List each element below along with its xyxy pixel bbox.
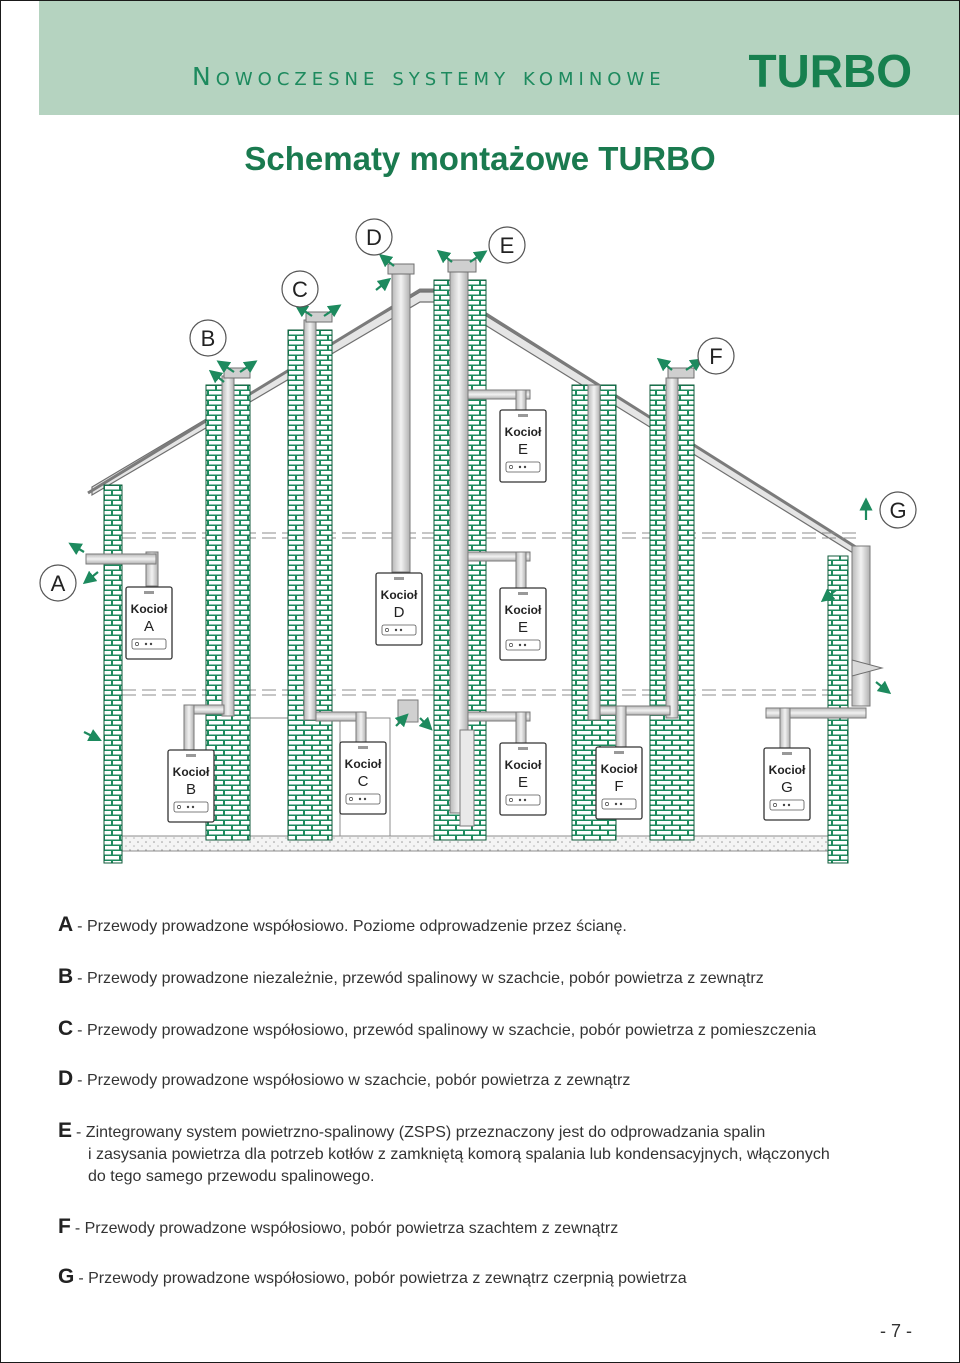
- boiler-letter: G: [781, 779, 793, 796]
- schema-label-text: C: [292, 277, 308, 302]
- page-title: Schematy montażowe TURBO: [244, 140, 716, 177]
- legend-item-d: D- Przewody prowadzone współosiowo w sza…: [58, 1068, 630, 1092]
- schema-label-text: F: [709, 344, 722, 369]
- header-band: [39, 0, 960, 115]
- boiler-label: Kocioł: [505, 603, 542, 617]
- header-subtitle: Nowoczesne systemy kominowe: [192, 62, 666, 91]
- schema-label-g: G: [879, 491, 917, 529]
- legend-key: D: [58, 1067, 74, 1090]
- installation-diagram: KociołAKociołBKociołCKociołDKociołEKocio…: [39, 218, 917, 864]
- flue-pipes: [85, 267, 871, 827]
- flue-g: [851, 545, 871, 707]
- flue-caps: [223, 259, 884, 677]
- boiler-letter: E: [518, 774, 528, 791]
- left-wall: [103, 484, 123, 864]
- page-number: - 7 -: [879, 1321, 912, 1341]
- boiler-label: Kocioł: [131, 602, 168, 616]
- boiler-letter: C: [358, 773, 369, 790]
- schema-label-f: F: [697, 337, 735, 375]
- boiler-letter: F: [614, 778, 623, 795]
- schema-label-text: G: [889, 498, 906, 523]
- boiler-label: Kocioł: [769, 763, 806, 777]
- schema-label-text: E: [500, 233, 515, 258]
- boiler-letter: B: [186, 781, 196, 798]
- boiler-label: Kocioł: [505, 758, 542, 772]
- brick-masonry: [103, 279, 849, 864]
- schema-label-c: C: [281, 270, 319, 308]
- legend-item-e: E- Zintegrowany system powietrzno-spalin…: [58, 1120, 830, 1188]
- air-vent: [397, 699, 419, 723]
- legend-key: G: [58, 1265, 75, 1288]
- boiler-letter: E: [518, 619, 528, 636]
- legend-key: C: [58, 1017, 74, 1040]
- legend-item-c: C- Przewody prowadzone współosiowo, prze…: [58, 1018, 816, 1042]
- schema-label-d: D: [355, 218, 393, 256]
- legend-key: E: [58, 1119, 73, 1142]
- legend-key: B: [58, 965, 74, 988]
- boiler-label: Kocioł: [601, 762, 638, 776]
- boiler-letter: A: [144, 618, 154, 635]
- boiler-label: Kocioł: [505, 425, 542, 439]
- legend-text: - Przewody prowadzone współosiowo, pobór…: [78, 1270, 687, 1287]
- legend-text: - Przewody prowadzone współosiowo, przew…: [77, 1022, 817, 1039]
- boiler-letter: E: [518, 441, 528, 458]
- header-brand: TURBO: [748, 45, 912, 97]
- schema-labels: A B C D E F G: [39, 218, 917, 602]
- airflow-arrows: [68, 249, 892, 741]
- schema-label-a: A: [39, 564, 77, 602]
- boiler-label: Kocioł: [345, 757, 382, 771]
- legend-item-g: G- Przewody prowadzone współosiowo, pobó…: [58, 1266, 687, 1290]
- legend-text: - Zintegrowany system powietrzno-spalino…: [76, 1124, 766, 1141]
- schema-label-text: B: [201, 326, 216, 351]
- legend-item-b: B- Przewody prowadzone niezależnie, prze…: [58, 966, 764, 990]
- legend-item-f: F- Przewody prowadzone współosiowo, pobó…: [58, 1216, 618, 1240]
- legend-text-continued: i zasysania powietrza dla potrzeb kotłów…: [88, 1146, 830, 1163]
- boiler-label: Kocioł: [381, 588, 418, 602]
- legend-text: - Przewody prowadzone współosiowo w szac…: [77, 1072, 631, 1089]
- legend-key: F: [58, 1215, 71, 1238]
- schema-label-b: B: [189, 319, 227, 357]
- legend-key: A: [58, 913, 74, 936]
- schema-label-e: E: [488, 226, 526, 264]
- legend-text-continued: do tego samego przewodu spalinowego.: [88, 1168, 375, 1185]
- schema-label-text: A: [51, 571, 66, 596]
- boiler-label: Kocioł: [173, 765, 210, 779]
- legend-item-a: A- Przewody prowadzone współosiowo. Pozi…: [58, 914, 627, 938]
- schema-label-text: D: [366, 225, 382, 250]
- legend-text: - Przewody prowadzone współosiowo, pobór…: [74, 1220, 619, 1237]
- boiler-letter: D: [394, 604, 405, 621]
- legend-text: - Przewody prowadzone niezależnie, przew…: [77, 970, 764, 987]
- legend-text: - Przewody prowadzone współosiowo. Pozio…: [77, 918, 627, 935]
- boilers: KociołAKociołBKociołCKociołDKociołEKocio…: [125, 409, 811, 823]
- flue-d: [391, 271, 411, 573]
